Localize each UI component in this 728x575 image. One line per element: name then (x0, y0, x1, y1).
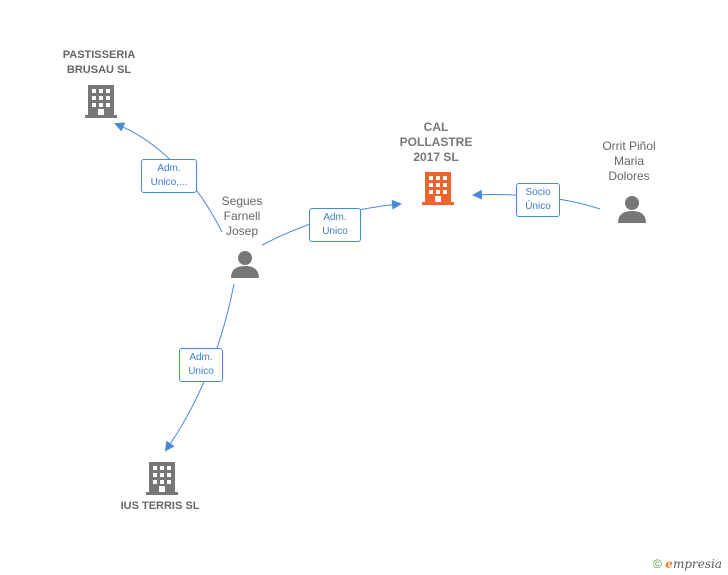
cal-pollastre-label[interactable]: CAL POLLASTRE 2017 SL (399, 120, 473, 164)
pastisseria-brusau-label[interactable]: PASTISSERIA BRUSAU SL (62, 49, 136, 76)
edge-label-adm-unico-cal-pollastre[interactable]: Adm. Unico (309, 208, 361, 242)
segues-farnell-josep-label[interactable]: Segues Farnell Josep (221, 194, 263, 238)
person-icon[interactable] (617, 194, 647, 224)
orrit-pinol-maria-dolores-label[interactable]: Orrit Piñol Maria Dolores (602, 139, 656, 183)
edge-label-socio-unico[interactable]: Socio Único (516, 183, 560, 217)
building-icon[interactable] (422, 170, 454, 206)
empresia-footer[interactable]: © empresia (653, 557, 722, 571)
person-icon[interactable] (230, 249, 260, 279)
building-icon[interactable] (146, 460, 178, 496)
building-icon[interactable] (85, 83, 117, 119)
edge-label-adm-unico-pastisseria[interactable]: Adm. Unico,... (141, 159, 197, 193)
ius-terris-label[interactable]: IUS TERRIS SL (120, 500, 200, 512)
copyright-icon: © (653, 557, 662, 571)
edge-label-adm-unico-ius-terris[interactable]: Adm. Unico (179, 348, 223, 382)
empresia-logo: empresia (665, 557, 722, 571)
